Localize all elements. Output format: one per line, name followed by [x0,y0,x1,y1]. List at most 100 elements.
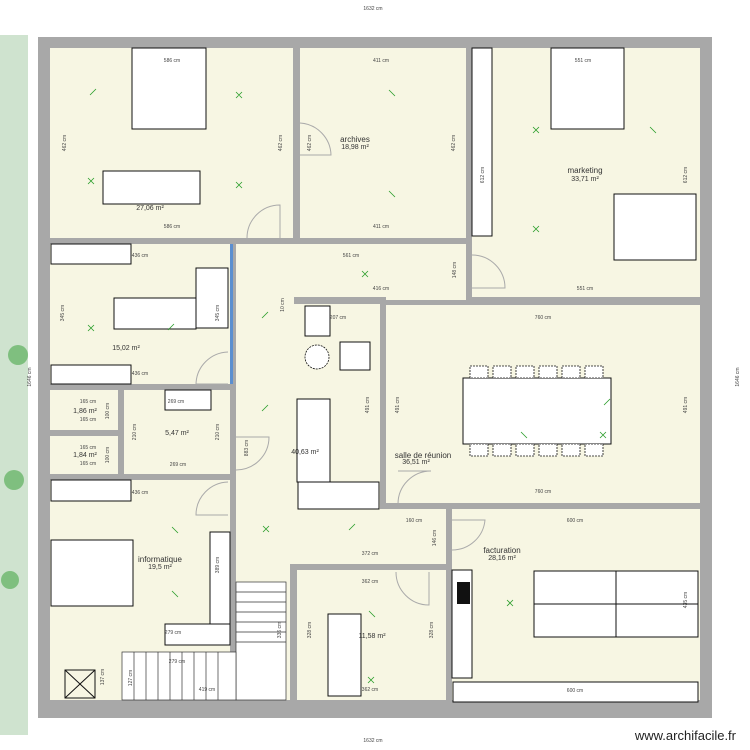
svg-text:269 cm: 269 cm [170,462,186,468]
room-area: 11,58 m² [358,633,386,640]
svg-text:760 cm: 760 cm [535,489,551,495]
partition-wall [446,503,452,703]
cabinet [50,364,132,385]
svg-text:491 cm: 491 cm [365,397,371,413]
cabinet [50,479,132,502]
svg-text:345 cm: 345 cm [215,305,221,321]
svg-text:328 cm: 328 cm [429,622,435,638]
svg-text:210 cm: 210 cm [132,424,138,440]
svg-text:127 cm: 127 cm [128,670,134,686]
cabinet [471,47,493,237]
meeting-chairs [469,365,604,457]
svg-text:165 cm: 165 cm [80,461,96,467]
room-office-11[interactable] [297,570,446,700]
svg-text:436 cm: 436 cm [132,253,148,259]
svg-text:389 cm: 389 cm [215,557,221,573]
printer [457,582,470,604]
room-area: 36,51 m² [402,459,430,466]
svg-text:146 cm: 146 cm [432,530,438,546]
desk [102,170,201,205]
partition-wall [290,564,297,704]
room-area: 28,16 m² [488,555,516,562]
svg-text:336 cm: 336 cm [277,622,283,638]
watermark[interactable]: www.archifacile.fr [634,728,737,743]
svg-text:362 cm: 362 cm [362,579,378,585]
svg-text:207 cm: 207 cm [330,315,346,321]
desk [131,47,207,130]
doors[interactable] [195,122,506,606]
svg-text:462 cm: 462 cm [278,135,284,151]
svg-text:210 cm: 210 cm [215,424,221,440]
svg-text:328 cm: 328 cm [307,622,313,638]
room-area: 1,84 m² [73,452,97,459]
furniture [50,47,699,703]
svg-text:411 cm: 411 cm [373,58,389,64]
svg-text:416 cm: 416 cm [373,286,389,292]
desk [613,193,697,261]
desk [550,47,625,130]
svg-text:100 cm: 100 cm [105,403,111,419]
room-area: 40,63 m² [291,449,319,456]
svg-text:586 cm: 586 cm [164,58,180,64]
sink-unit [164,389,212,411]
room-name: facturation [483,546,520,555]
room-archives[interactable] [300,48,466,238]
cabinet [452,681,699,703]
svg-text:600 cm: 600 cm [567,518,583,524]
elevator-shaft [64,669,96,699]
cabinet [164,623,231,646]
partition-wall [380,304,386,509]
room-name: marketing [567,166,602,175]
svg-text:612 cm: 612 cm [683,167,689,183]
cabinet [209,531,231,625]
room-wc-1[interactable] [50,390,118,430]
svg-text:1632 cm: 1632 cm [363,6,382,12]
svg-text:165 cm: 165 cm [80,399,96,405]
dimension-labels: 1632 cm 1632 cm 1646 cm 1646 cm 586 cm 5… [27,6,741,744]
svg-text:269 cm: 269 cm [168,399,184,405]
svg-text:612 cm: 612 cm [480,167,486,183]
svg-text:551 cm: 551 cm [575,58,591,64]
room-corridor-lower[interactable] [236,509,446,564]
svg-text:436 cm: 436 cm [132,371,148,377]
partition-wall [290,564,452,570]
room-area: 18,98 m² [341,144,369,151]
desk [113,297,197,330]
svg-text:462 cm: 462 cm [451,135,457,151]
garden-strip [0,35,28,735]
stairs[interactable] [121,581,287,701]
svg-text:345 cm: 345 cm [60,305,66,321]
svg-text:561 cm: 561 cm [343,253,359,259]
svg-text:436 cm: 436 cm [132,490,148,496]
svg-text:279 cm: 279 cm [169,659,185,665]
room-area: 5,47 m² [165,430,189,437]
electrical-markers [87,88,657,684]
cabinet [195,267,229,329]
armchair [304,305,331,337]
meeting-table [462,377,612,445]
cabinet [297,481,380,510]
room-area: 33,71 m² [571,176,599,183]
svg-text:372 cm: 372 cm [362,551,378,557]
svg-text:362 cm: 362 cm [362,687,378,693]
room-wc-2[interactable] [50,436,118,474]
svg-text:279 cm: 279 cm [165,630,181,636]
svg-text:600 cm: 600 cm [567,688,583,694]
trees [1,345,28,589]
blue-partition [230,244,233,384]
room-area: 27,06 m² [136,205,164,212]
svg-text:491 cm: 491 cm [395,397,401,413]
room-area: 1,86 m² [73,408,97,415]
svg-text:551 cm: 551 cm [577,286,593,292]
svg-text:419 cm: 419 cm [199,687,215,693]
desk [50,539,134,607]
desk [296,398,331,483]
cabinet [50,243,132,265]
room-name: salle de réunion [395,451,451,460]
svg-text:491 cm: 491 cm [683,397,689,413]
room-area: 19,5 m² [148,564,172,571]
svg-text:137 cm: 137 cm [100,669,106,685]
svg-text:1632 cm: 1632 cm [363,738,382,744]
svg-text:100 cm: 100 cm [105,447,111,463]
